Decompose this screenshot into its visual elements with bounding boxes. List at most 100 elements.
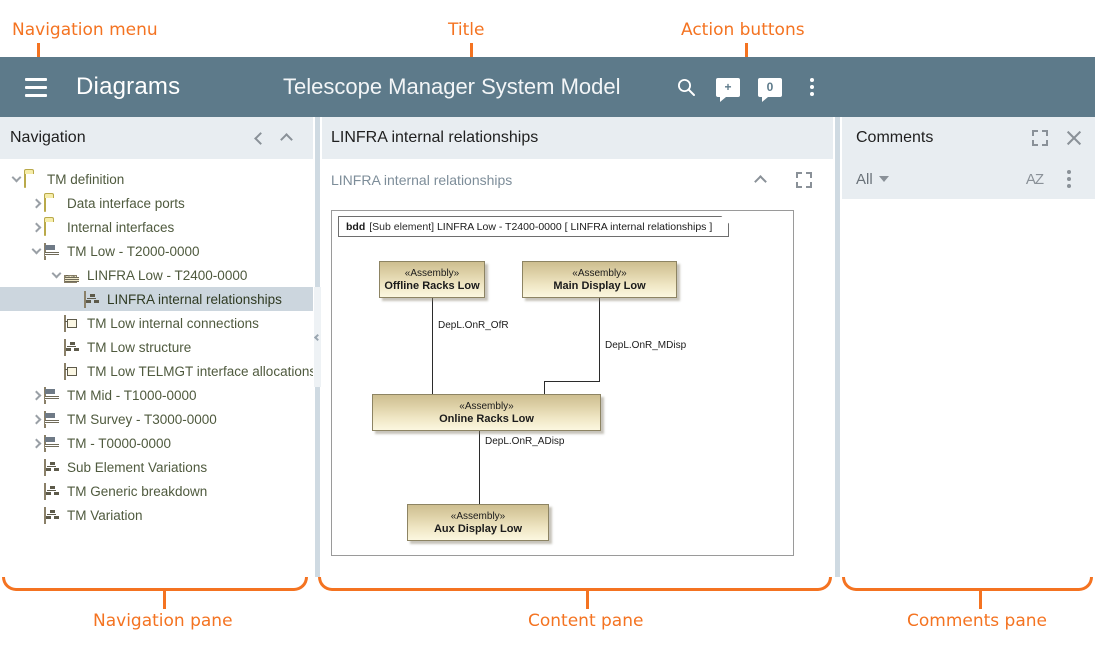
diagram-node[interactable]: «Assembly» Main Display Low	[522, 261, 677, 298]
tree-item[interactable]: TM Variation	[0, 503, 313, 527]
chevron-up-icon[interactable]	[747, 167, 773, 193]
sort-az-label: AZ	[1025, 170, 1044, 188]
page-title: Navigation	[10, 129, 86, 146]
annotation-leader-content-pane	[586, 591, 589, 609]
tree-item[interactable]: LINFRA internal relationships	[0, 287, 313, 311]
hierarchy-diagram-icon	[44, 482, 61, 500]
diagram-node[interactable]: «Assembly» Online Racks Low	[372, 394, 601, 431]
tree-item-label: TM Mid - T1000-0000	[67, 387, 197, 403]
hamburger-icon[interactable]	[18, 69, 54, 105]
folder-icon	[24, 170, 41, 188]
comments-filter-bar: All AZ	[842, 159, 1095, 199]
block-icon	[44, 434, 61, 452]
splitter-navigation-content[interactable]	[313, 117, 322, 577]
comments-filter-dropdown[interactable]: All	[856, 171, 1026, 188]
chevron-right-icon[interactable]	[28, 414, 44, 424]
diagram-frame-label: bdd [Sub element] LINFRA Low - T2400-000…	[338, 216, 729, 237]
edge-label-2: DepL.OnR_ADisp	[485, 436, 565, 447]
node-stereotype: «Assembly»	[450, 510, 506, 522]
app-name: Diagrams	[76, 73, 181, 100]
splitter-bar[interactable]	[835, 117, 840, 577]
splitter-content-comments[interactable]	[833, 117, 842, 577]
tree-item[interactable]: TM Mid - T1000-0000	[0, 383, 313, 407]
comments-pane-header: Comments	[842, 117, 1095, 159]
annotation-leader-nav-menu	[37, 43, 40, 59]
block-icon	[44, 242, 61, 260]
chevron-right-icon[interactable]	[28, 222, 44, 232]
annotation-leader-title	[470, 43, 473, 65]
diagram-canvas[interactable]: bdd [Sub element] LINFRA Low - T2400-000…	[331, 210, 794, 556]
add-comment-bubble-label: +	[716, 77, 740, 102]
diagram-title: LINFRA internal relationships	[331, 171, 513, 188]
tree-item[interactable]: TM Generic breakdown	[0, 479, 313, 503]
chevron-down-icon[interactable]	[48, 268, 64, 280]
sort-az-icon[interactable]: AZ	[1025, 170, 1044, 188]
annotation-brace-content	[318, 577, 832, 591]
comments-filter-label: All	[856, 170, 873, 188]
expand-icon[interactable]	[1027, 125, 1053, 151]
annotation-navigation-menu: Navigation menu	[12, 20, 158, 40]
tree-item-label: Data interface ports	[67, 195, 185, 211]
content-pane: LINFRA internal relationships LINFRA int…	[322, 117, 833, 577]
tree-item[interactable]: TM Low TELMGT interface allocations	[0, 359, 313, 383]
search-icon[interactable]	[672, 73, 700, 101]
tree-item[interactable]: TM Low - T2000-0000	[0, 239, 313, 263]
chevron-right-icon[interactable]	[28, 390, 44, 400]
block-icon	[44, 386, 61, 404]
folder-icon	[44, 218, 61, 236]
chevron-left-icon[interactable]	[247, 125, 273, 151]
annotation-brace-comments	[842, 577, 1093, 591]
tree-item-label: Internal interfaces	[67, 219, 175, 235]
frame-element: LINFRA Low - T2400-0000	[436, 220, 562, 233]
tree-item[interactable]: TM - T0000-0000	[0, 431, 313, 455]
tree-item[interactable]: Internal interfaces	[0, 215, 313, 239]
edge-offline-to-online	[432, 298, 433, 394]
annotation-leader-navigation-pane	[163, 591, 166, 609]
edge-main-drop	[544, 381, 545, 395]
diagram-node[interactable]: «Assembly» Offline Racks Low	[379, 261, 485, 298]
chevron-down-icon	[878, 176, 889, 182]
edge-label-1: DepL.OnR_MDisp	[605, 340, 687, 351]
tree-item[interactable]: Sub Element Variations	[0, 455, 313, 479]
chevron-right-icon[interactable]	[28, 198, 44, 208]
tree-item[interactable]: TM Low internal connections	[0, 311, 313, 335]
tree-item-label: TM Low - T2000-0000	[67, 243, 200, 259]
application-window: Diagrams Telescope Manager System Model …	[0, 57, 1095, 577]
tree-item-label: TM - T0000-0000	[67, 435, 172, 451]
document-title: Telescope Manager System Model	[283, 74, 621, 99]
tree-item-label: TM Low structure	[87, 339, 192, 355]
chevron-right-icon[interactable]	[28, 438, 44, 448]
edge-main-vert	[599, 298, 600, 381]
node-stereotype: «Assembly»	[572, 267, 627, 279]
comments-more-icon[interactable]	[1055, 165, 1083, 193]
comment-count-label: 0	[758, 77, 782, 102]
annotation-title: Title	[448, 20, 485, 40]
comments-title: Comments	[856, 129, 934, 146]
chevron-down-icon[interactable]	[8, 172, 24, 184]
content-pane-header: LINFRA internal relationships	[322, 117, 833, 159]
diagram-node[interactable]: «Assembly» Aux Display Low	[407, 504, 549, 541]
node-stereotype: «Assembly»	[404, 267, 460, 279]
tree-item[interactable]: TM Low structure	[0, 335, 313, 359]
diagram-toolbar: LINFRA internal relationships	[322, 159, 833, 201]
add-comment-icon[interactable]: +	[714, 73, 742, 102]
tree-item[interactable]: TM Survey - T3000-0000	[0, 407, 313, 431]
tree-item-label: LINFRA internal relationships	[107, 291, 282, 307]
chevron-up-icon[interactable]	[273, 125, 299, 151]
chevron-down-icon[interactable]	[28, 244, 44, 256]
more-options-icon[interactable]	[798, 73, 826, 101]
node-name: Offline Racks Low	[384, 279, 480, 292]
close-icon[interactable]	[1065, 129, 1083, 147]
splitter-collapse-handle[interactable]	[313, 287, 322, 387]
annotation-leader-comments-pane	[979, 591, 982, 609]
frame-view: [ LINFRA internal relationships ]	[564, 220, 713, 233]
expand-icon[interactable]	[791, 167, 817, 193]
edge-online-to-aux	[479, 431, 480, 504]
tree-item[interactable]: Data interface ports	[0, 191, 313, 215]
tree-item[interactable]: TM definition	[0, 167, 313, 191]
tree-item-label: TM Generic breakdown	[67, 483, 208, 499]
comment-count-icon[interactable]: 0	[756, 73, 784, 102]
